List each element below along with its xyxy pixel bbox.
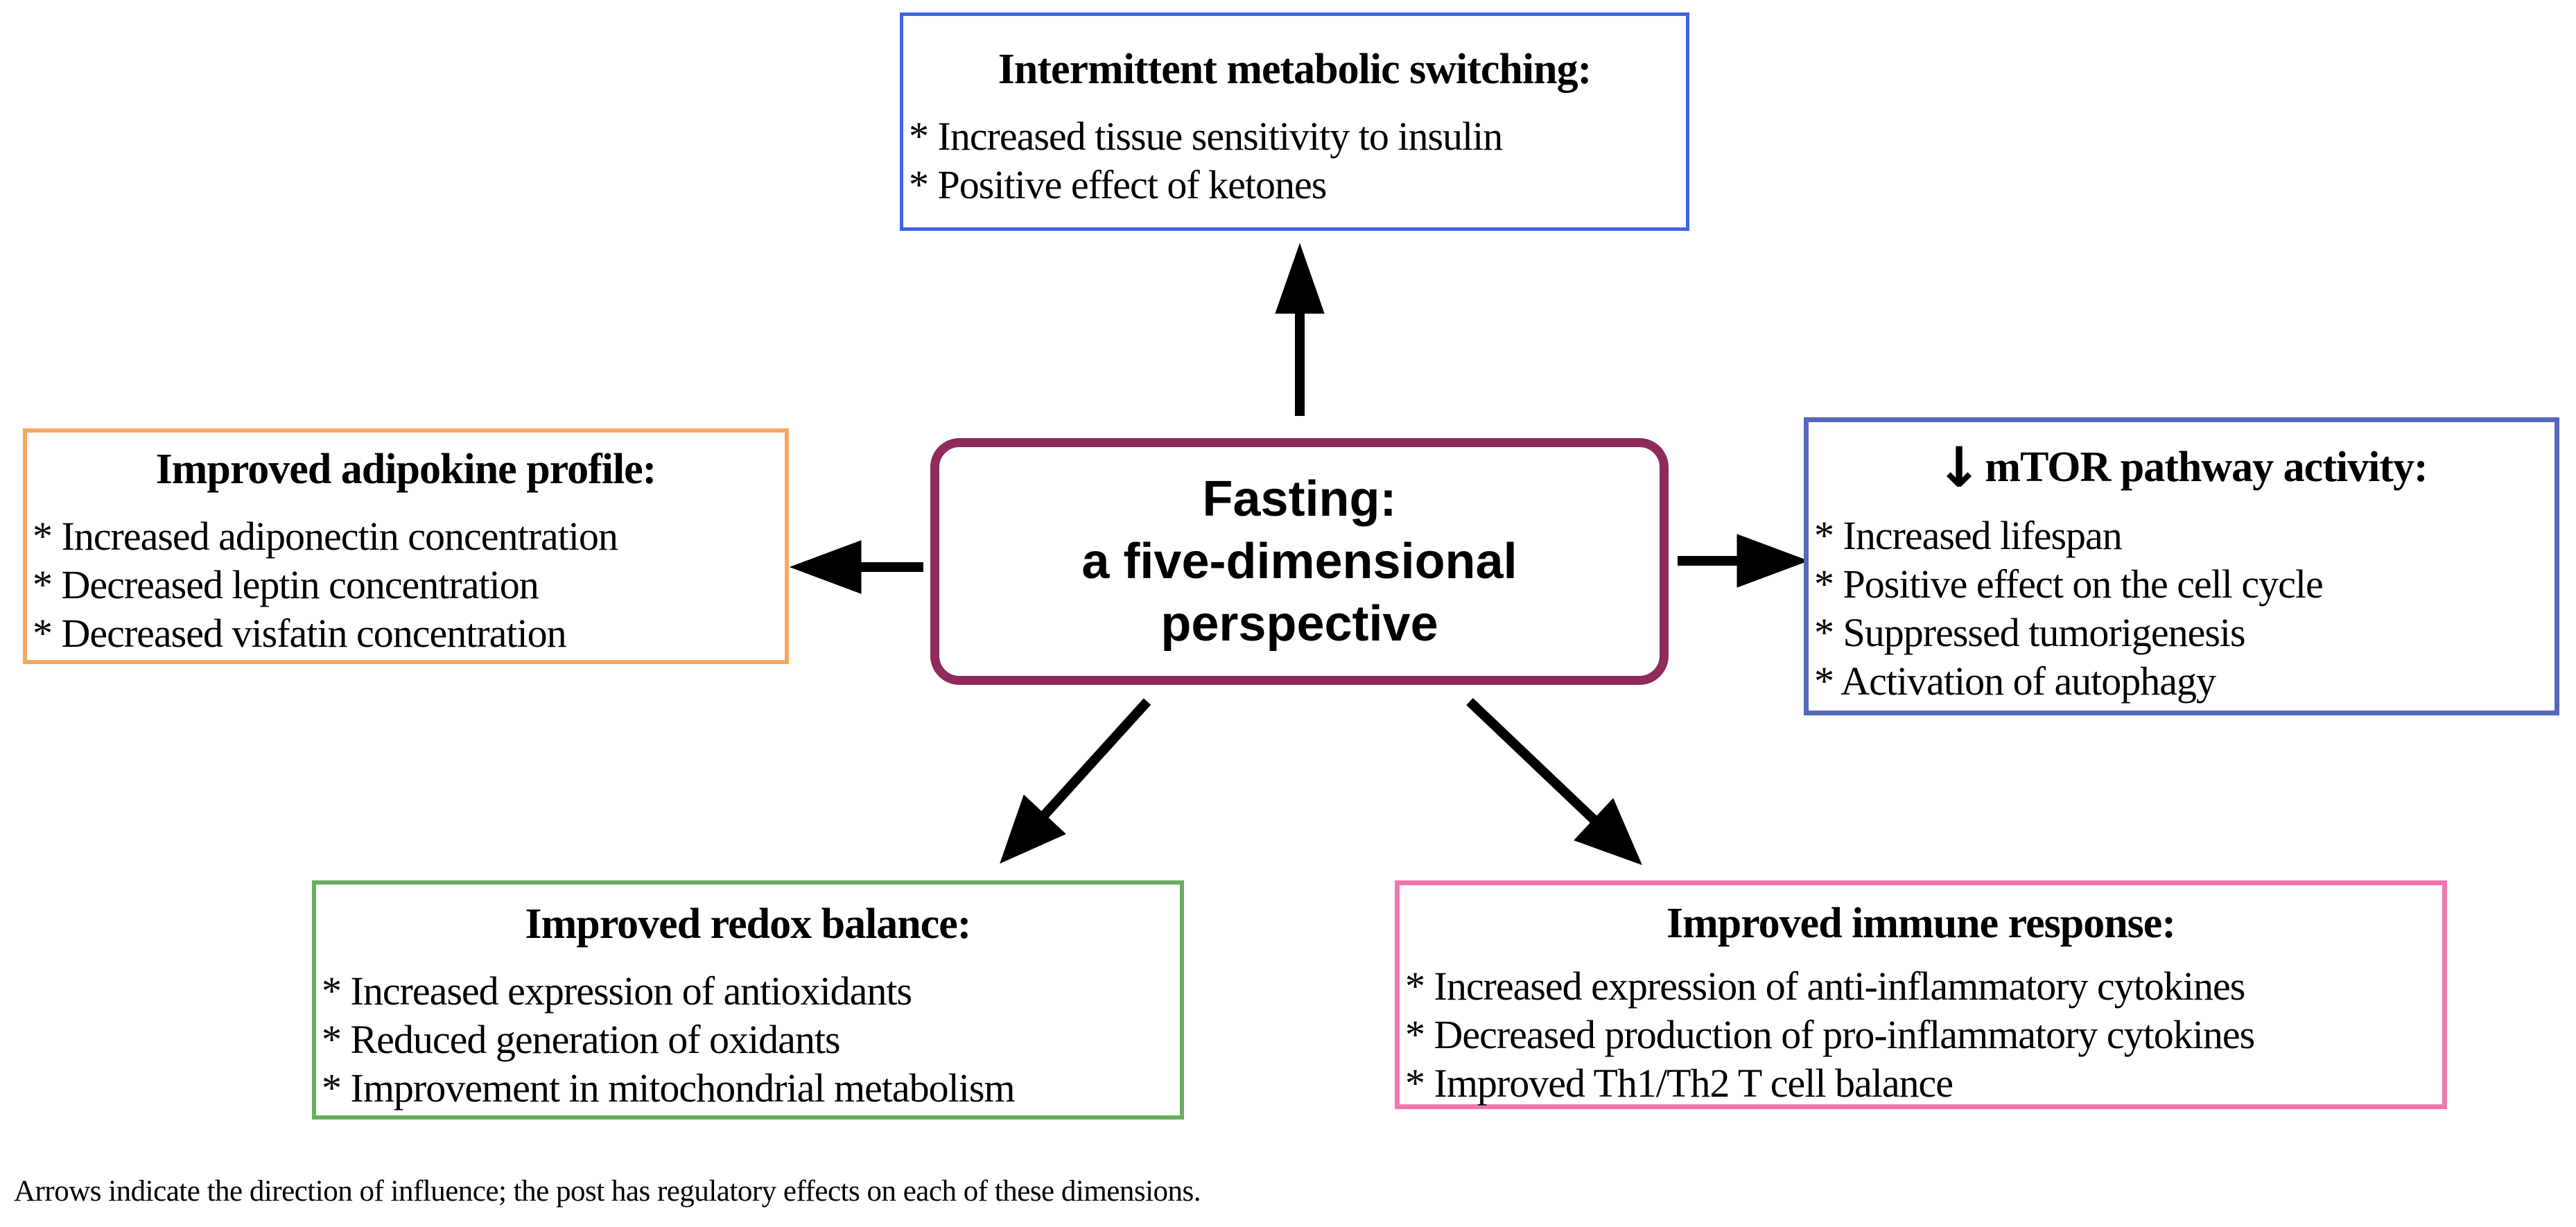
box-intermittent-metabolic-switching: Intermittent metabolic switching: * Incr… [900,12,1689,231]
list-item: * Increased tissue sensitivity to insuli… [909,114,1503,159]
box-improved-immune-response: Improved immune response: * Increased ex… [1395,880,2447,1109]
list-item: * Increased lifespan [1814,513,2123,558]
list-item: * Increased expression of antioxidants [322,968,912,1013]
list-item: * Decreased production of pro-inflammato… [1405,1012,2255,1057]
list-item: * Suppressed tumorigenesis [1814,610,2246,655]
box-item-list: * Increased tissue sensitivity to insuli… [903,112,1686,209]
box-title: Improved adipokine profile: [155,446,657,493]
arrow-down-left-icon [1000,698,1151,864]
arrow-up-icon [1275,243,1325,416]
arrow-down-right-icon [1466,697,1642,865]
box-title-text: mTOR pathway activity: [1985,444,2428,491]
box-title: Improved redox balance: [525,900,972,948]
box-improved-redox-balance: Improved redox balance: * Increased expr… [312,880,1184,1120]
box-title: Improved immune response: [1666,900,2176,947]
box-item-list: * Increased expression of anti-inflammat… [1400,962,2442,1108]
list-item: * Positive effect on the cell cycle [1814,562,2324,607]
box-improved-adipokine-profile: Improved adipokine profile: * Increased … [23,428,789,664]
list-item: * Decreased visfatin concentration [33,611,567,656]
arrow-right-icon [1678,534,1809,588]
center-title-line: a five-dimensional [1081,534,1517,589]
box-title: Intermittent metabolic switching: [998,46,1592,93]
list-item: * Improvement in mitochondrial metabolis… [322,1065,1016,1111]
list-item: * Reduced generation of oxidants [322,1017,841,1062]
arrow-left-icon [789,540,923,594]
center-title-line: perspective [1160,596,1438,652]
list-item: * Improved Th1/Th2 T cell balance [1405,1061,1953,1106]
list-item: * Increased expression of anti-inflammat… [1405,964,2245,1009]
box-item-list: * Increased expression of antioxidants *… [316,967,1180,1113]
center-title-line: Fasting: [1202,471,1397,527]
box-item-list: * Increased adiponectin concentration * … [27,512,785,658]
list-item: * Decreased leptin concentration [33,562,539,607]
list-item: * Activation of autophagy [1814,659,2216,704]
list-item: * Increased adiponectin concentration [33,514,618,559]
box-mtor-pathway-activity: ↓mTOR pathway activity: * Increased life… [1804,417,2559,715]
figure-caption: Arrows indicate the direction of influen… [14,1175,1201,1208]
list-item: * Positive effect of ketones [909,162,1327,207]
box-item-list: * Increased lifespan * Positive effect o… [1809,512,2555,706]
box-title: ↓mTOR pathway activity: [1809,440,2555,496]
box-fasting-central: Fasting: a five-dimensional perspective [930,438,1669,685]
decrease-arrow-icon: ↓ [1935,435,1983,500]
